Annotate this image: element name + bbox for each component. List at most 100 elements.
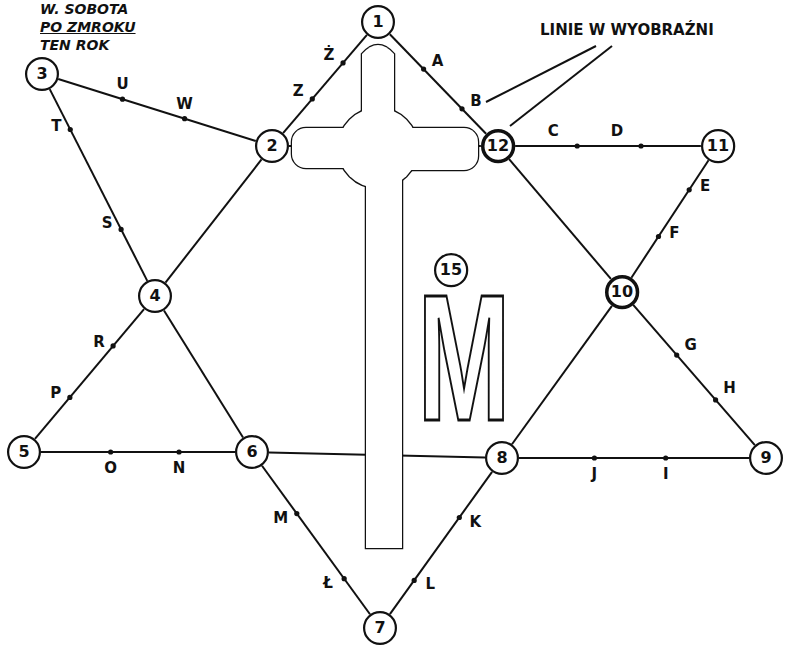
circle-shape: [26, 58, 58, 90]
line-dot: [342, 576, 347, 581]
line-dot: [457, 515, 462, 520]
line-dots: [67, 60, 718, 583]
circle-shape: [362, 6, 394, 38]
node-number: 6: [246, 443, 257, 461]
star-line: [515, 145, 701, 147]
circle-shape: [750, 442, 782, 474]
circle-shape: [8, 436, 40, 468]
node-number: 1: [372, 13, 383, 31]
leader-line: [510, 46, 612, 126]
number-circle: 4: [138, 279, 172, 313]
line-dot: [67, 395, 72, 400]
line-letter: C: [548, 123, 559, 140]
line-letter: T: [51, 117, 61, 134]
star-line: [35, 309, 144, 439]
line-dot: [310, 96, 315, 101]
note-text: PO ZMROKU: [40, 20, 136, 35]
line-letter: F: [669, 224, 679, 241]
line-letter: O: [104, 460, 117, 477]
number-circle: 12: [481, 129, 515, 163]
number-circle: 3: [25, 57, 59, 91]
node-number: 8: [496, 449, 507, 467]
note-text: TEN ROK: [40, 38, 109, 53]
line-dot: [592, 455, 597, 460]
line-dot: [421, 67, 426, 72]
number-circle: 6: [235, 435, 269, 469]
number-circle: 7: [363, 611, 397, 645]
leader-line: [486, 46, 596, 102]
line-letter: N: [173, 460, 186, 477]
line-letter: K: [469, 513, 481, 530]
line-dot: [176, 449, 181, 454]
line-letter: P: [50, 385, 61, 402]
line-letter: M: [273, 509, 288, 526]
line-dot: [68, 127, 73, 132]
leader-lines: [486, 46, 612, 126]
line-letter: B: [470, 93, 481, 110]
star-line: [58, 79, 256, 141]
node-number: 3: [36, 65, 47, 83]
line-letter: G: [685, 337, 697, 354]
number-circle: 1: [361, 5, 395, 39]
star-line: [633, 305, 755, 445]
line-dot: [340, 60, 345, 65]
line-dot: [687, 187, 692, 192]
line-letter: R: [93, 334, 105, 351]
number-circle: 5: [7, 435, 41, 469]
line-dot: [294, 511, 299, 516]
number-circle: 11: [701, 129, 735, 163]
star-line: [512, 306, 612, 444]
cross-stem: [366, 170, 402, 548]
line-dot: [656, 234, 661, 239]
star-line: [41, 451, 235, 453]
star-line: [165, 159, 261, 282]
star-line: [262, 466, 370, 615]
line-dot: [412, 578, 417, 583]
line-letter: J: [592, 466, 598, 483]
node-number: 2: [266, 137, 277, 155]
star-line: [50, 89, 148, 281]
node-number: 9: [760, 449, 771, 467]
circle-shape: [139, 280, 171, 312]
line-letter: A: [432, 53, 444, 70]
note-text: W. SOBOTA: [40, 2, 128, 17]
star-line: [164, 310, 243, 437]
line-letter: Z: [293, 83, 304, 100]
node-number: 5: [18, 443, 29, 461]
line-dot: [110, 343, 115, 348]
monogram-letter: M: [418, 268, 511, 448]
line-dot: [108, 449, 113, 454]
node-number: 11: [707, 137, 729, 155]
node-number: 4: [149, 287, 160, 305]
line-letter: I: [663, 466, 669, 483]
cross-stem-fill: [366, 170, 402, 548]
line-dot: [182, 116, 187, 121]
circle-shape: [607, 277, 638, 308]
star-line: [519, 457, 749, 459]
line-dot: [713, 397, 718, 402]
line-letter: E: [700, 178, 710, 195]
star-line: [509, 159, 611, 279]
number-circle: 9: [749, 441, 783, 475]
circle-shape: [702, 130, 734, 162]
line-letter: U: [116, 76, 128, 93]
line-letter: H: [723, 380, 736, 397]
circle-shape: [256, 130, 288, 162]
line-dot: [575, 143, 580, 148]
line-letter: D: [611, 123, 623, 140]
star-line: [390, 472, 492, 614]
node-number: 7: [374, 619, 385, 637]
node-number: 10: [611, 283, 633, 301]
line-letter: Ł: [323, 574, 333, 591]
line-letter: Ż: [324, 47, 335, 64]
number-circle: 2: [255, 129, 289, 163]
line-letter: W: [176, 95, 193, 112]
line-dot: [459, 106, 464, 111]
line-letter: L: [425, 576, 435, 593]
circle-shape: [364, 612, 396, 644]
line-dot: [638, 143, 643, 148]
line-dot: [674, 352, 679, 357]
line-dot: [120, 97, 125, 102]
